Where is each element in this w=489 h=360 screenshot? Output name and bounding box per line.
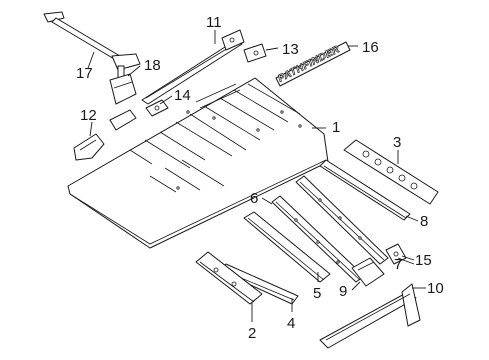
rear-crossmember [343, 139, 439, 205]
callout-13: 13 [282, 41, 299, 58]
callout-2: 2 [248, 325, 256, 342]
callout-3: 3 [393, 134, 401, 151]
callout-11: 11 [206, 14, 222, 31]
corner-gusset [73, 133, 105, 161]
leader-lines [87, 30, 426, 322]
bracket-9 [351, 257, 385, 287]
mount-bracket-b [221, 29, 267, 63]
callout-15: 15 [415, 252, 432, 269]
callout-4: 4 [287, 315, 295, 332]
mount-bracket-a [109, 99, 169, 131]
floor-panel [67, 77, 329, 249]
crossmember-bar [141, 39, 243, 105]
callout-6: 6 [250, 190, 258, 207]
callout-16: 16 [362, 39, 379, 56]
rear-pillar-10 [319, 283, 421, 349]
side-sill-2 [195, 251, 263, 305]
callout-14: 14 [174, 87, 191, 104]
side-rail-5 [243, 211, 331, 283]
callout-8: 8 [420, 213, 428, 230]
callout-17: 17 [76, 65, 93, 82]
side-rail-8 [319, 159, 411, 221]
callout-5: 5 [313, 285, 321, 302]
small-bracket [109, 73, 137, 105]
callout-12: 12 [80, 107, 97, 124]
callout-7: 7 [394, 256, 402, 273]
callout-10: 10 [427, 280, 444, 297]
side-rail-7 [295, 175, 389, 265]
callout-18: 18 [144, 57, 161, 74]
callout-1: 1 [332, 119, 340, 136]
callout-numbers: 1 2 3 4 5 6 7 8 9 10 11 12 13 14 15 16 1… [76, 14, 444, 342]
callout-9: 9 [339, 283, 347, 300]
